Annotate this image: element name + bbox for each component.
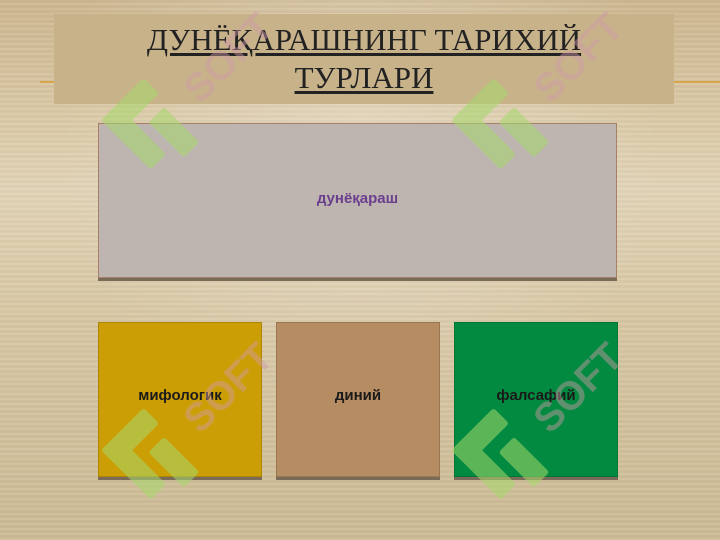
type-label-mythological: мифологик	[138, 387, 222, 404]
worldview-main-box: дунёқараш	[98, 123, 617, 278]
type-box-religious: диний	[276, 322, 440, 477]
worldview-main-label: дунёқараш	[316, 190, 399, 207]
type-box-philosophical: фалсафий	[454, 322, 618, 477]
slide-title-box: ДУНЁҚАРАШНИНГ ТАРИХИЙ ТУРЛАРИ	[54, 14, 674, 104]
slide-title: ДУНЁҚАРАШНИНГ ТАРИХИЙ ТУРЛАРИ	[146, 22, 582, 95]
type-label-religious: диний	[334, 387, 382, 404]
type-label-philosophical: фалсафий	[496, 387, 576, 404]
type-box-mythological: мифологик	[98, 322, 262, 477]
